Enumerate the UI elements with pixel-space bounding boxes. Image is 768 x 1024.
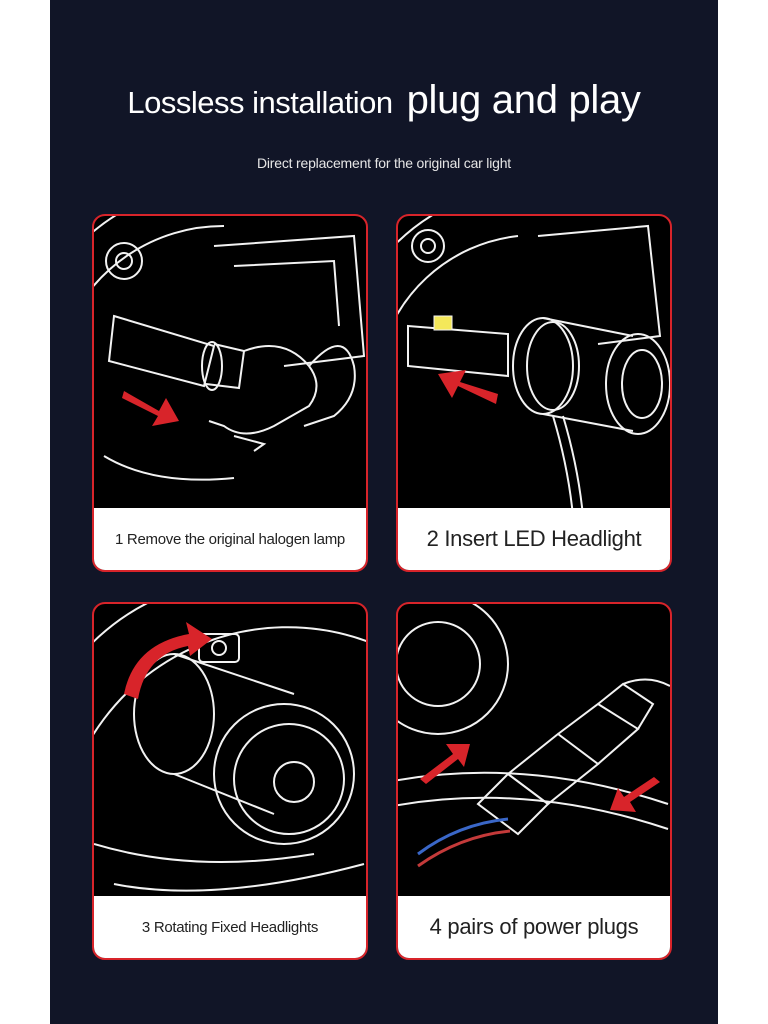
title-part-2: plug and play bbox=[406, 78, 641, 122]
title-part-1: Lossless installation bbox=[127, 85, 393, 120]
step-card-4: 4 pairs of power plugs bbox=[396, 602, 672, 960]
step-card-3: 3 Rotating Fixed Headlights bbox=[92, 602, 368, 960]
page-subtitle: Direct replacement for the original car … bbox=[256, 155, 511, 171]
insert-led-illustration bbox=[398, 216, 670, 508]
step-caption-3: 3 Rotating Fixed Headlights bbox=[94, 896, 366, 958]
product-panel: Lossless installation plug and play Direc… bbox=[50, 0, 718, 1024]
remove-halogen-illustration bbox=[94, 216, 366, 481]
step-caption-2: 2 Insert LED Headlight bbox=[398, 508, 670, 570]
rotate-arrow-icon bbox=[124, 622, 212, 699]
step-caption-4: 4 pairs of power plugs bbox=[398, 896, 670, 958]
rotate-headlight-illustration bbox=[94, 604, 366, 892]
arrow-icon bbox=[122, 391, 179, 426]
power-plug-illustration bbox=[398, 604, 670, 868]
page-title: Lossless installation plug and play bbox=[50, 78, 718, 123]
step-caption-1: 1 Remove the original halogen lamp bbox=[94, 508, 366, 570]
arrow-icon bbox=[438, 370, 498, 404]
step-card-1: 1 Remove the original halogen lamp bbox=[92, 214, 368, 572]
step-card-2: 2 Insert LED Headlight bbox=[396, 214, 672, 572]
arrow-icon bbox=[420, 744, 470, 784]
arrow-icon bbox=[610, 777, 660, 812]
